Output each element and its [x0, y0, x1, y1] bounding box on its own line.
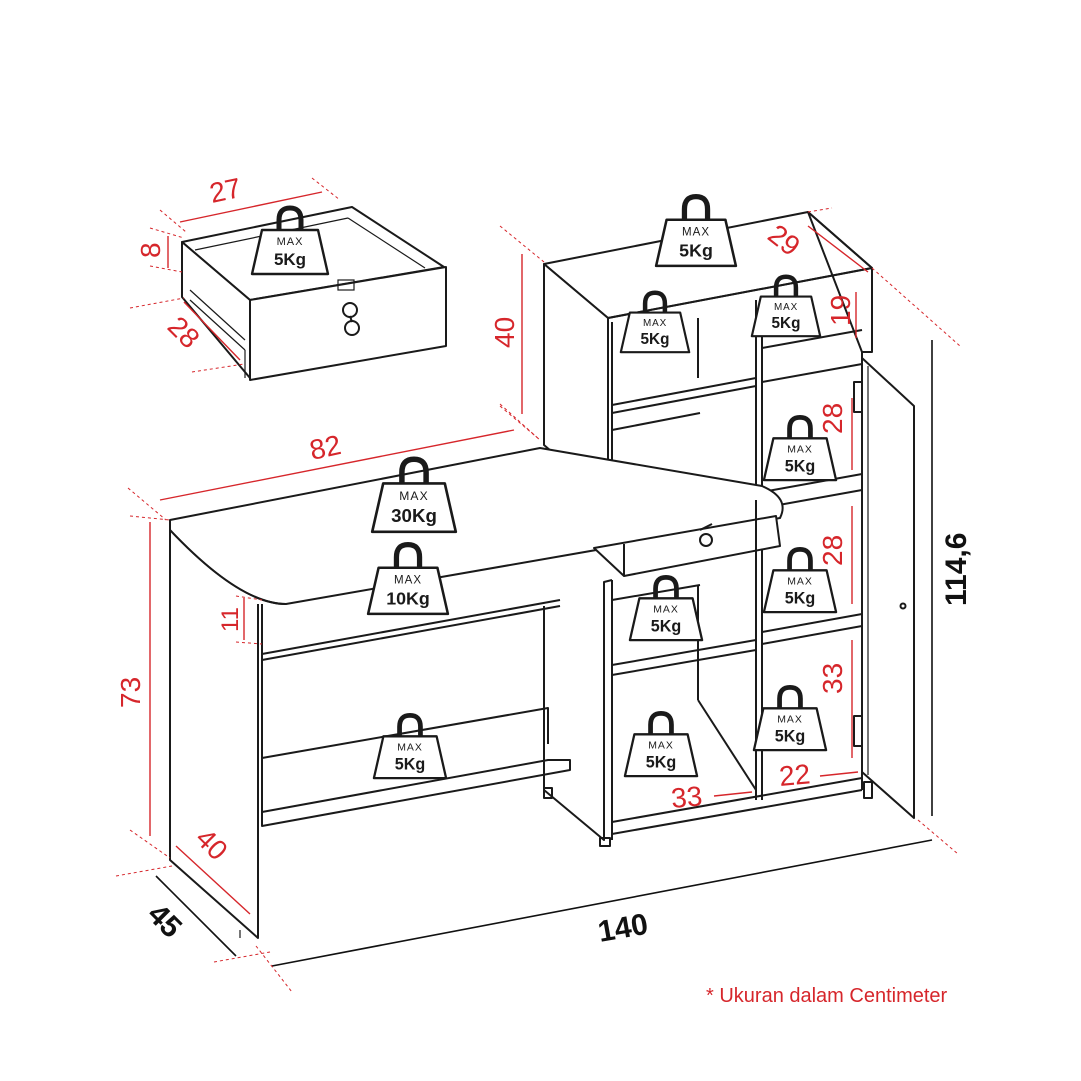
weight-max-label: MAX: [787, 577, 812, 588]
weight-max-label: MAX: [399, 489, 429, 503]
desk-illustration: [169, 447, 784, 939]
weight-value: 5Kg: [679, 240, 713, 260]
label-total-width: 140: [595, 908, 650, 949]
weight-body: [370, 482, 458, 534]
label-drawer-width: 27: [207, 172, 244, 209]
weight-value: 5Kg: [651, 618, 682, 636]
label-hutch-height: 40: [489, 317, 520, 348]
weight-handle: [787, 547, 813, 573]
weight-icon: MAX 5Kg: [250, 205, 330, 276]
weight-icon: MAX 5Kg: [762, 547, 838, 614]
weight-max-label: MAX: [648, 741, 673, 752]
weight-body: [750, 295, 822, 338]
label-desk-height: 73: [115, 677, 146, 708]
weight-handle: [653, 575, 679, 601]
weight-max-label: MAX: [277, 236, 304, 248]
weight-icon: MAX 30Kg: [370, 456, 458, 534]
weight-handle: [642, 290, 668, 315]
label-desk-top-width: 82: [307, 429, 344, 466]
label-shelf-height-lower: 33: [817, 663, 848, 694]
label-desk-inner-depth: 40: [190, 822, 234, 866]
weight-icon: MAX 5Kg: [654, 193, 738, 268]
weight-icon: MAX 5Kg: [628, 575, 704, 642]
weight-value: 5Kg: [785, 458, 816, 476]
weight-handle: [787, 415, 813, 441]
label-total-depth: 45: [141, 898, 188, 945]
weight-handle: [399, 456, 429, 486]
weight-max-label: MAX: [774, 302, 798, 313]
weight-value: 5Kg: [274, 250, 306, 269]
weight-value: 5Kg: [775, 728, 806, 746]
label-desk-apron: 11: [217, 607, 244, 632]
label-inner-width-right: 22: [778, 758, 812, 792]
weight-body: [654, 218, 738, 268]
weight-handle: [397, 713, 423, 739]
weight-body: [762, 569, 838, 614]
weight-body: [628, 597, 704, 642]
weight-handle: [777, 685, 803, 711]
weight-max-label: MAX: [777, 715, 802, 726]
dimension-lines: [127, 177, 961, 915]
weight-value: 5Kg: [785, 590, 816, 608]
weight-value: 5Kg: [395, 756, 426, 774]
weight-icon: MAX 5Kg: [750, 274, 822, 338]
weight-body: [623, 733, 699, 778]
weight-body: [752, 707, 828, 752]
weight-max-label: MAX: [394, 574, 422, 586]
weight-body: [762, 437, 838, 482]
weight-icon: MAX 5Kg: [619, 290, 691, 354]
weight-max-label: MAX: [682, 226, 710, 238]
weight-handle: [393, 541, 423, 570]
weight-value: 5Kg: [772, 315, 801, 332]
cabinet-illustration: [611, 352, 915, 835]
weight-max-label: MAX: [787, 445, 812, 456]
unit-footnote: * Ukuran dalam Centimeter: [706, 985, 948, 1007]
label-shelf-height-upper: 28: [817, 403, 848, 434]
weight-body: [372, 735, 448, 780]
weight-max-label: MAX: [653, 605, 678, 616]
weight-body: [250, 228, 330, 276]
weight-max-label: MAX: [397, 743, 422, 754]
weight-value: 5Kg: [646, 754, 677, 772]
weight-icon: MAX 5Kg: [752, 685, 828, 752]
label-shelf-height-middle: 28: [817, 535, 848, 566]
weight-value: 30Kg: [391, 505, 437, 526]
label-drawer-height: 8: [135, 242, 166, 258]
weight-handle: [681, 193, 711, 222]
weight-icon: MAX 5Kg: [623, 711, 699, 778]
weight-max-label: MAX: [643, 318, 667, 329]
weight-handle: [276, 205, 304, 232]
weight-value: 10Kg: [386, 588, 430, 608]
weight-icon: MAX 5Kg: [762, 415, 838, 482]
label-total-height: 114,6: [940, 533, 973, 606]
weight-handle: [648, 711, 674, 737]
weight-icons: MAX5KgMAX5KgMAX5KgMAX5KgMAX5KgMAX30KgMAX…: [250, 193, 838, 780]
weight-value: 5Kg: [641, 331, 670, 348]
weight-body: [366, 566, 450, 616]
label-inner-width-left: 33: [670, 780, 704, 814]
weight-body: [619, 311, 691, 354]
weight-handle: [773, 274, 799, 299]
label-top-shelf-height: 19: [825, 295, 856, 326]
weight-icon: MAX 10Kg: [366, 541, 450, 616]
weight-icon: MAX 5Kg: [372, 713, 448, 780]
overall-dimension-lines: [115, 340, 959, 993]
